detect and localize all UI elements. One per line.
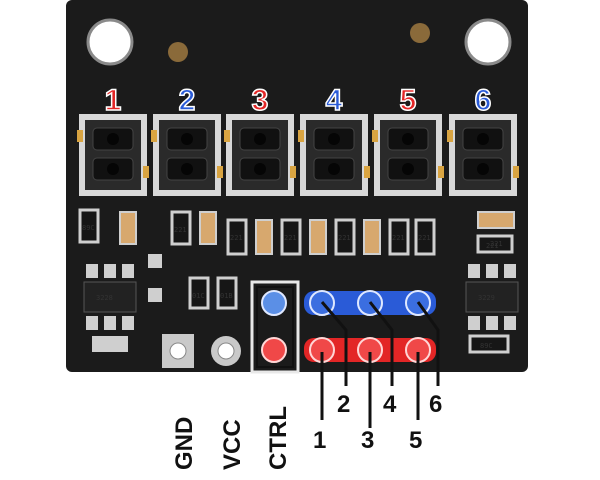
resistor — [414, 218, 436, 256]
capacitor — [309, 219, 327, 255]
mounting-hole-right — [464, 18, 512, 66]
vcc-label: VCC — [219, 419, 246, 470]
header-pin — [261, 290, 287, 316]
resistor — [334, 218, 356, 256]
silkscreen-label: 221 — [284, 234, 297, 242]
capacitor — [199, 211, 217, 245]
silkscreen-label: 89C — [480, 342, 493, 350]
reflectance-sensor — [151, 114, 223, 196]
pin-label-5: 5 — [409, 427, 422, 454]
sensor-number-1: 1 — [105, 84, 122, 117]
reflectance-sensors — [77, 114, 519, 196]
header-pin — [261, 337, 287, 363]
silkscreen-label: 221 — [338, 234, 351, 242]
pin-label-4: 4 — [383, 391, 397, 418]
sensor-number-labels: 1 2 3 4 5 6 — [104, 83, 492, 118]
mounting-hole-left — [86, 18, 134, 66]
reflectance-sensor — [372, 114, 444, 196]
regulator-left: 3228 — [83, 254, 162, 352]
silkscreen-label: 221 — [174, 226, 187, 234]
resistor — [226, 218, 248, 256]
gnd-hole — [169, 342, 187, 360]
reflectance-sensor — [298, 114, 370, 196]
capacitor — [363, 219, 381, 255]
sensor-number-3: 3 — [252, 84, 269, 117]
silkscreen-label: 221 — [490, 240, 503, 248]
smd-components: 89C 221 221 221 221 221 221 221 — [78, 208, 515, 256]
pin-label-6: 6 — [429, 391, 442, 418]
resistor — [188, 276, 210, 310]
pin-label-1: 1 — [313, 427, 326, 454]
resistor — [170, 210, 192, 246]
reflectance-sensor — [447, 114, 519, 196]
resistor — [280, 218, 302, 256]
gnd-label: GND — [171, 417, 198, 470]
pin-label-2: 2 — [337, 391, 350, 418]
silkscreen-label: 221 — [230, 234, 243, 242]
via-left — [168, 42, 188, 62]
ctrl-label: CTRL — [265, 406, 292, 470]
sensor-number-5: 5 — [400, 84, 417, 117]
silkscreen-label: 01B — [220, 292, 233, 300]
reflectance-sensor — [224, 114, 296, 196]
resistor — [388, 218, 410, 256]
silkscreen-label: 01C — [192, 292, 205, 300]
silkscreen-label: 3229 — [478, 294, 495, 302]
pcb-board — [66, 0, 528, 372]
resistor — [216, 276, 238, 310]
ctrl-header-inner — [256, 286, 294, 368]
capacitor — [255, 219, 273, 255]
pin-leader-lines — [320, 301, 440, 428]
ctrl-header-outline — [250, 280, 300, 374]
silkscreen-label: 221 — [418, 234, 431, 242]
vcc-hole — [217, 342, 235, 360]
capacitor — [477, 211, 515, 229]
pin-label-3: 3 — [361, 427, 374, 454]
sensor-number-6: 6 — [475, 84, 492, 117]
capacitor — [119, 211, 137, 245]
header-pins — [261, 290, 431, 363]
reflectance-sensor — [77, 114, 149, 196]
resistor — [78, 208, 100, 244]
silkscreen-label: 221 — [392, 234, 405, 242]
resistor — [476, 234, 514, 254]
sensor-number-2: 2 — [179, 84, 196, 117]
via-right — [410, 23, 430, 43]
silkscreen-label: 3228 — [96, 294, 113, 302]
sensor-number-4: 4 — [326, 84, 343, 117]
silkscreen-label: 221 — [486, 242, 499, 250]
silkscreen-label: 89C — [82, 224, 95, 232]
regulator-right: 3229 89C — [465, 264, 519, 354]
